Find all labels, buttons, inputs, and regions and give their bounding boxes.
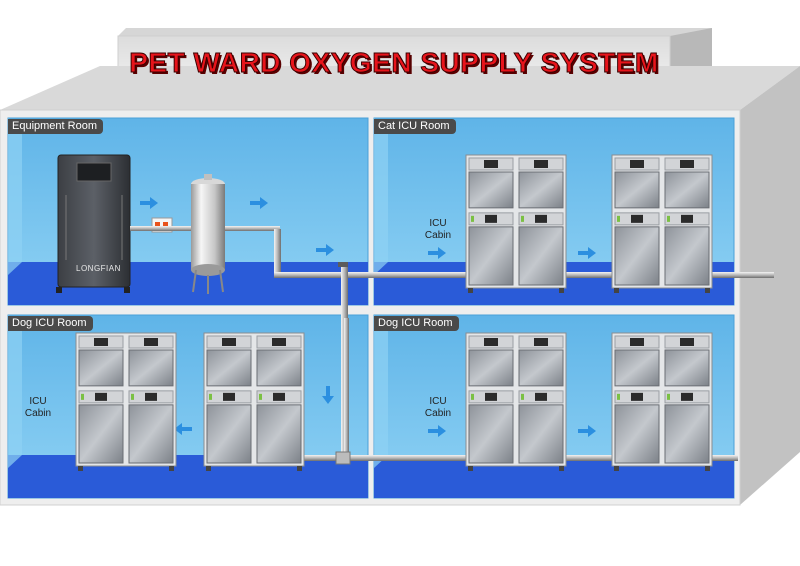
oxygen-generator (56, 154, 131, 293)
room-label-equipment: Equipment Room (8, 119, 103, 134)
flow-arrows (140, 197, 596, 437)
icu-cabin-unit-cat-1 (465, 154, 567, 293)
icu-cabin-unit-cat-2 (611, 154, 713, 293)
page-title: PET WARD OXYGEN SUPPLY SYSTEM (129, 47, 659, 79)
room-label-cat-icu: Cat ICU Room (374, 119, 456, 134)
icu-cabins (75, 154, 713, 471)
oxygen-buffer-tank (191, 174, 225, 294)
icu-cabin-unit-dog-right-1 (465, 332, 567, 471)
room-label-dog-icu-right: Dog ICU Room (374, 316, 459, 331)
title-banner: PET WARD OXYGEN SUPPLY SYSTEM (118, 36, 670, 90)
room-label-dog-icu-left: Dog ICU Room (8, 316, 93, 331)
dog-icu-room-left (7, 314, 369, 499)
icu-cabin-unit-dog-right-2 (611, 332, 713, 471)
generator-brand: LONGFIAN (76, 264, 121, 273)
icu-cabin-unit-dog-left-1 (75, 332, 177, 471)
icu-cabin-unit-dog-left-2 (203, 332, 305, 471)
